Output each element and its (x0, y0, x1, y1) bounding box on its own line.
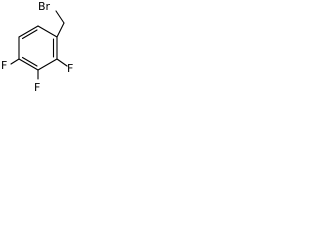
double-bond-inner-c3-c4 (21, 56, 38, 67)
ring-bond-c6-c1 (37, 25, 58, 38)
ring-bond-c5-c6 (18, 25, 39, 38)
ring-bond-c3-c4 (18, 58, 39, 71)
double-bond-inner-c5-c6 (21, 29, 38, 40)
atom-label-f-c3: F (34, 81, 40, 94)
atom-label-f-c2: F (67, 62, 73, 75)
ring-bond-c2-c3 (37, 58, 58, 71)
bond-c2-f (56, 58, 68, 67)
bond-c4-f (10, 58, 20, 65)
atom-label-f-c4: F (1, 59, 7, 72)
atom-label-br: Br (38, 0, 51, 13)
bond-c1-ch2 (56, 22, 65, 38)
chemical-structure: Br F F F (1, 0, 73, 94)
bond-ch2-br (55, 10, 65, 24)
